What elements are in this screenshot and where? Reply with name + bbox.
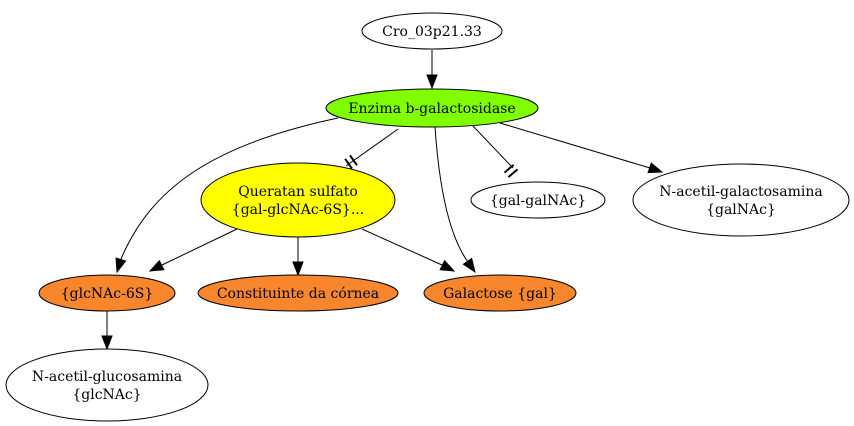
node-enzima[interactable]: Enzima b-galactosidase <box>325 88 539 128</box>
node-label: Cro_03p21.33 <box>382 24 482 40</box>
edge-enzima-to-queratan <box>344 128 399 170</box>
node-galgalnac[interactable]: {gal-galNAc} <box>470 181 606 219</box>
node-nacgalactosamina[interactable]: N-acetil-galactosamina {galNAc} <box>632 163 850 237</box>
edge-line <box>120 117 339 260</box>
node-label: Enzima b-galactosidase <box>348 101 515 117</box>
node-label: {gal-galNAc} <box>490 193 586 209</box>
edge-cro-to-enzima <box>426 50 438 90</box>
node-queratan[interactable]: Queratan sulfato {gal-glcNAc-6S}... <box>200 162 396 238</box>
node-nacglucosamina[interactable]: N-acetil-glucosamina {glcNAc} <box>5 348 209 422</box>
node-ellipse <box>423 274 577 312</box>
arrowhead <box>292 261 304 277</box>
node-label: Galactose {gal} <box>443 286 557 302</box>
node-label: Queratan sulfato <box>238 184 358 200</box>
node-ellipse <box>325 88 539 128</box>
edge-queratan-to-galactose <box>361 228 456 272</box>
edge-enzima-to-glcnac6s <box>115 117 339 274</box>
node-label: Constituinte da córnea <box>217 286 379 302</box>
edge-line <box>345 128 399 167</box>
node-label: {gal-glcNAc-6S}... <box>232 202 364 218</box>
edge-queratan-to-glcnac6s <box>148 228 238 272</box>
node-ellipse <box>200 162 396 238</box>
arrowhead <box>148 259 165 272</box>
inhibition-mark <box>503 164 515 174</box>
node-ellipse <box>632 163 850 237</box>
edge-enzima-to-galactose <box>434 126 476 274</box>
node-label: N-acetil-galactosamina <box>659 184 822 200</box>
inhibition-mark <box>344 158 353 170</box>
arrowhead <box>426 74 438 90</box>
node-glcnac6s[interactable]: {glcNAc-6S} <box>38 274 176 312</box>
edge-line <box>472 125 514 169</box>
node-label: N-acetil-glucosamina <box>32 369 182 385</box>
node-label: {glcNAc} <box>72 387 141 403</box>
edge-queratan-to-constituinte <box>292 237 304 277</box>
edge-enzima-to-galgalnac <box>472 125 519 178</box>
node-ellipse <box>5 348 209 422</box>
node-ellipse <box>197 274 399 312</box>
arrowhead <box>101 335 113 351</box>
arrowhead <box>115 257 127 274</box>
inhibition-mark <box>349 154 358 166</box>
node-cro[interactable]: Cro_03p21.33 <box>361 12 503 50</box>
node-ellipse <box>38 274 176 312</box>
node-ellipse <box>361 12 503 50</box>
node-label: {galNAc} <box>706 202 776 218</box>
inhibition-mark <box>507 168 519 178</box>
edge-enzima-to-nacgalactosamina <box>499 122 664 174</box>
node-label: {glcNAc-6S} <box>61 286 154 302</box>
node-galactose[interactable]: Galactose {gal} <box>423 274 577 312</box>
edge-line <box>361 228 443 266</box>
edges-layer <box>101 50 664 351</box>
edge-line <box>499 122 651 169</box>
node-constituinte[interactable]: Constituinte da córnea <box>197 274 399 312</box>
edge-line <box>434 126 469 263</box>
arrowhead <box>462 257 476 274</box>
arrowhead <box>439 259 456 272</box>
arrowhead <box>647 162 664 174</box>
edge-glcnac6s-to-nacglucosamina <box>101 311 113 351</box>
node-ellipse <box>470 181 606 219</box>
edge-line <box>161 228 238 266</box>
